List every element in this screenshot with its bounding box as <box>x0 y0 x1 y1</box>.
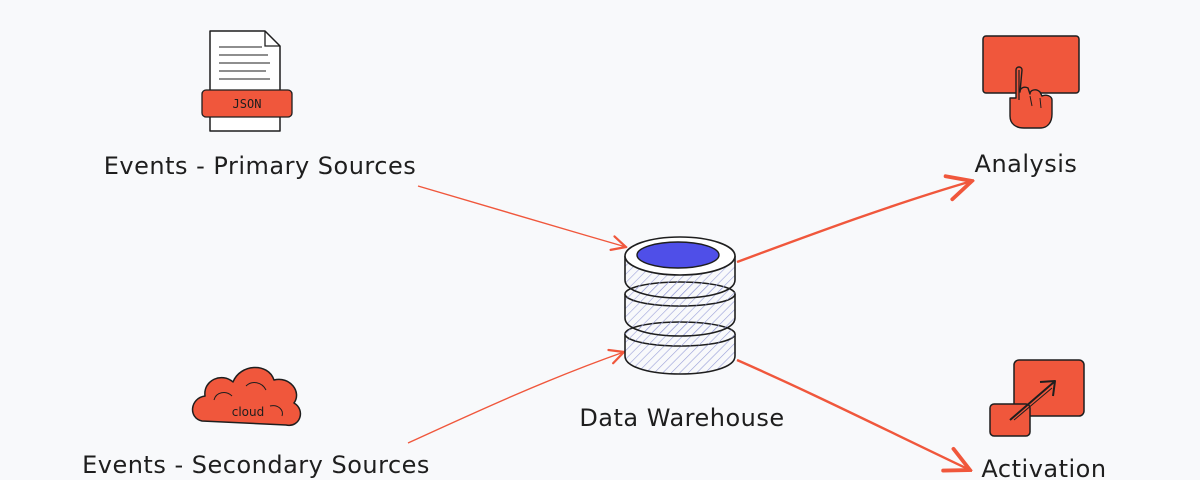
secondary-sources-label: Events - Secondary Sources <box>82 451 430 479</box>
edge-warehouse-to-activation <box>736 358 970 470</box>
cloud-icon: cloud <box>191 366 302 426</box>
edge-warehouse-to-analysis <box>736 181 972 264</box>
json-badge-text: JSON <box>233 97 262 111</box>
touch-screen-icon <box>982 35 1080 129</box>
primary-sources-label: Events - Primary Sources <box>104 152 416 180</box>
cloud-icon-text: cloud <box>232 405 265 419</box>
activation-label: Activation <box>981 455 1106 480</box>
json-file-icon: JSON <box>201 30 293 132</box>
database-icon <box>624 236 736 375</box>
warehouse-label: Data Warehouse <box>579 404 784 432</box>
edge-primary-to-warehouse <box>417 185 626 247</box>
edge-secondary-to-warehouse <box>407 352 624 444</box>
expand-arrow-icon <box>989 359 1085 437</box>
analysis-label: Analysis <box>975 150 1078 178</box>
